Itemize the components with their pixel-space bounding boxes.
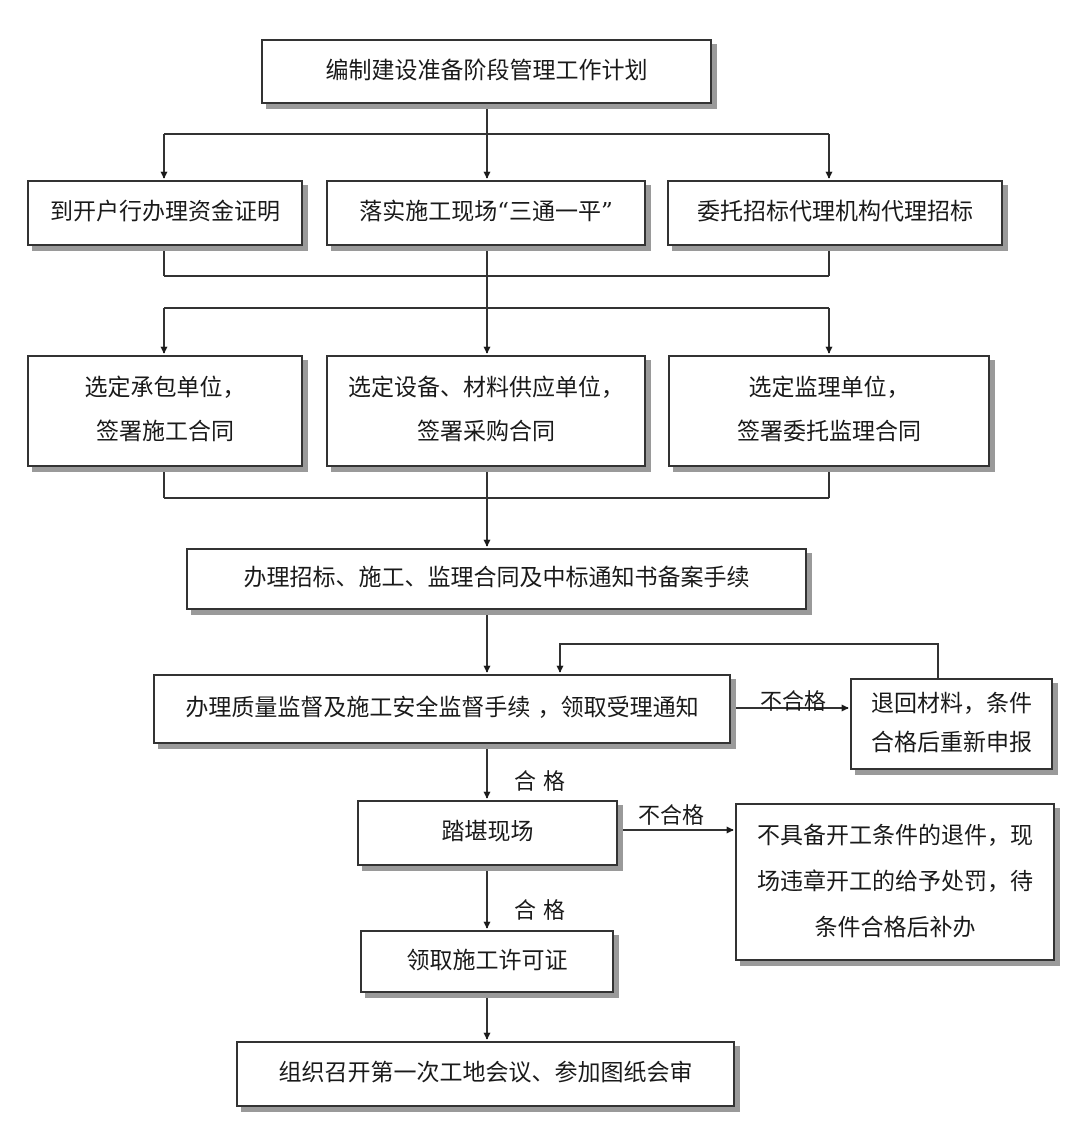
- node-bank: 到开户行办理资金证明: [27, 180, 303, 246]
- node-rejected-line1: 不具备开工条件的退件，现: [757, 823, 1033, 849]
- node-agency: 委托招标代理机构代理招标: [667, 180, 1003, 246]
- label-pass-quality: 合 格: [514, 770, 565, 795]
- node-supervisor: 选定监理单位， 签署委托监理合同: [668, 355, 990, 467]
- node-plan-text: 编制建设准备阶段管理工作计划: [325, 57, 648, 84]
- node-returned: 退回材料，条件 合格后重新申报: [850, 678, 1053, 770]
- node-returned-line2: 合格后重新申报: [871, 730, 1032, 756]
- node-contractor-line1: 选定承包单位，: [84, 375, 246, 402]
- node-quality: 办理质量监督及施工安全监督手续 ，领取受理通知: [153, 674, 731, 744]
- node-rejected-line3: 条件合格后补办: [814, 915, 976, 941]
- node-supervisor-line2: 签署委托监理合同: [737, 419, 921, 445]
- node-plan: 编制建设准备阶段管理工作计划: [261, 39, 712, 104]
- node-quality-text: 办理质量监督及施工安全监督手续 ，领取受理通知: [185, 695, 699, 722]
- node-site-text: 落实施工现场“三通一平”: [359, 199, 613, 226]
- node-filing-text: 办理招标、施工、监理合同及中标通知书备案手续: [243, 565, 750, 592]
- node-permit: 领取施工许可证: [360, 930, 614, 993]
- node-permit-text: 领取施工许可证: [406, 947, 568, 974]
- node-rejected-line2: 场违章开工的给予处罚，待: [757, 869, 1033, 895]
- node-site: 落实施工现场“三通一平”: [326, 180, 646, 246]
- node-meeting: 组织召开第一次工地会议、参加图纸会审: [236, 1041, 735, 1107]
- node-supplier-line1: 选定设备、材料供应单位，: [348, 375, 624, 402]
- label-fail-survey: 不合格: [638, 804, 705, 829]
- node-returned-line1: 退回材料，条件: [871, 690, 1032, 717]
- node-survey: 踏堪现场: [357, 800, 618, 866]
- node-contractor-line2: 签署施工合同: [96, 419, 234, 445]
- node-supervisor-line1: 选定监理单位，: [748, 375, 910, 402]
- node-rejected: 不具备开工条件的退件，现 场违章开工的给予处罚，待 条件合格后补办: [735, 803, 1055, 961]
- label-fail-quality: 不合格: [760, 690, 827, 715]
- arrow-feedback-loop: [556, 643, 939, 678]
- node-meeting-text: 组织召开第一次工地会议、参加图纸会审: [278, 1060, 693, 1087]
- node-supplier: 选定设备、材料供应单位， 签署采购合同: [326, 355, 646, 467]
- label-pass-survey: 合 格: [514, 899, 565, 924]
- node-supplier-line2: 签署采购合同: [417, 419, 555, 445]
- node-survey-text: 踏堪现场: [441, 819, 534, 846]
- node-contractor: 选定承包单位， 签署施工合同: [27, 355, 303, 467]
- node-agency-text: 委托招标代理机构代理招标: [697, 199, 973, 226]
- node-filing: 办理招标、施工、监理合同及中标通知书备案手续: [186, 548, 807, 610]
- node-bank-text: 到开户行办理资金证明: [50, 199, 280, 226]
